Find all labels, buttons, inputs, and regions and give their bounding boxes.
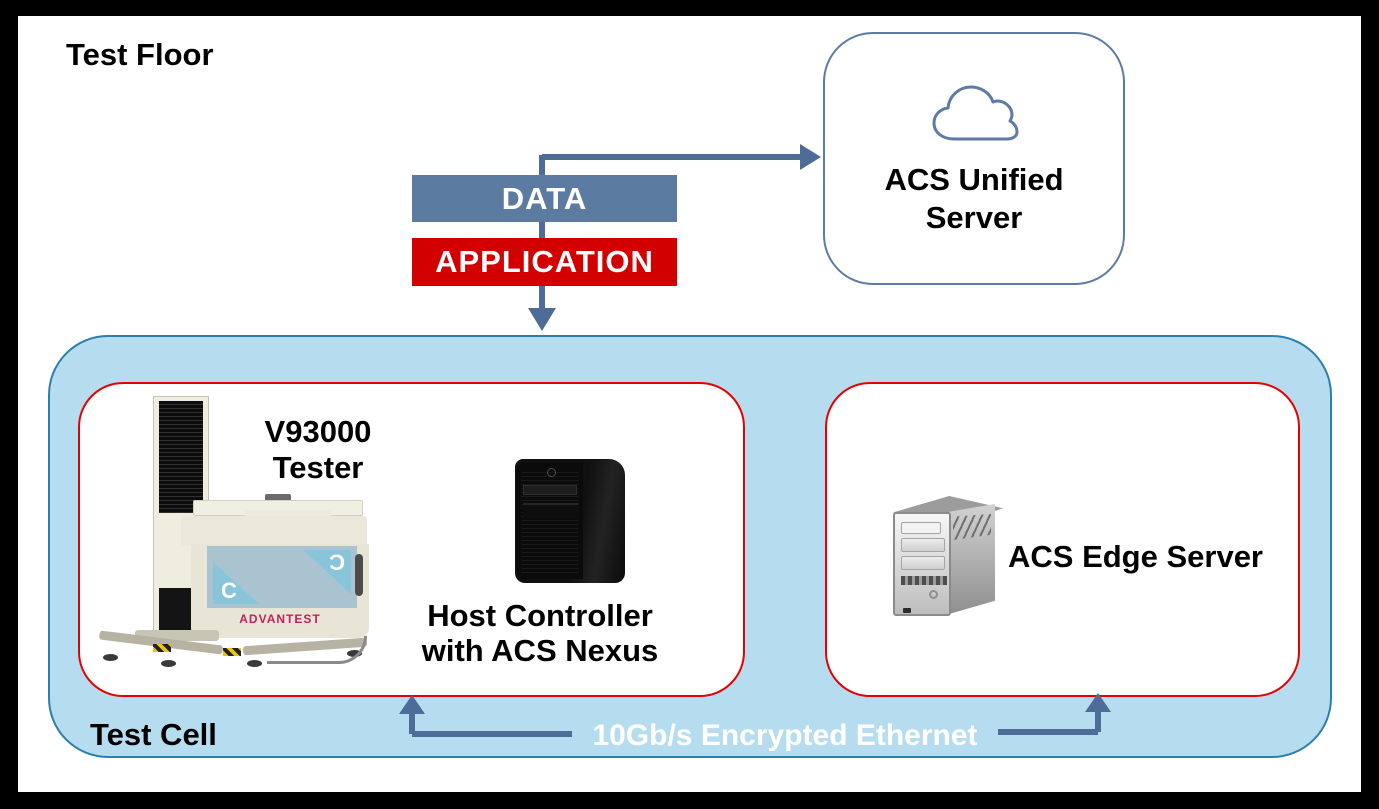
tester-logo-mark-right: Ɔ: [329, 550, 345, 575]
server-power-button: [929, 590, 938, 599]
data-flow-bar: DATA: [412, 175, 677, 222]
v93000-tester-label-line2: Tester: [272, 450, 364, 485]
arrow-to-unified-server-head: [800, 144, 821, 170]
server-front-face: [893, 512, 951, 616]
ethernet-arrow-left-head: [399, 695, 425, 714]
acs-edge-server-image: [891, 496, 1003, 622]
server-usb-port: [903, 608, 911, 613]
tester-caster: [161, 660, 176, 667]
ethernet-arrow-left-riser: [409, 712, 415, 734]
v93000-tester-label-line1: V93000: [264, 414, 372, 449]
tower-front-panel: [517, 463, 583, 579]
tester-base: [135, 630, 219, 641]
arrow-to-unified-server-shaft: [542, 154, 802, 160]
v93000-tester-image: C Ɔ ADVANTEST: [95, 392, 390, 670]
tester-body-upper: [181, 516, 367, 546]
server-drive-bay: [901, 538, 945, 552]
ethernet-arrow-right-riser: [1095, 710, 1101, 732]
tester-tray-knob: [265, 494, 291, 502]
ethernet-arrow-right-head: [1085, 693, 1111, 712]
acs-unified-server-label: ACS Unified Server: [884, 161, 1063, 237]
tester-cable: [267, 636, 367, 664]
test-cell-label: Test Cell: [90, 717, 217, 752]
test-floor-label: Test Floor: [66, 37, 214, 72]
ethernet-arrow-right-shaft: [998, 729, 1098, 735]
application-flow-bar: APPLICATION: [412, 238, 677, 286]
v93000-tester-label: V93000 Tester: [238, 414, 398, 486]
application-flow-label: APPLICATION: [435, 244, 654, 279]
ethernet-arrow-left-shaft: [412, 731, 572, 737]
acs-unified-server-box: ACS Unified Server: [823, 32, 1125, 285]
acs-unified-server-label-line1: ACS Unified: [884, 162, 1064, 197]
advantest-brand-label: ADVANTEST: [239, 612, 321, 626]
server-drive-bay: [901, 522, 941, 534]
tester-caster: [103, 654, 118, 661]
tester-logo-triangle-right: Ɔ: [303, 550, 351, 594]
host-controller-image: [515, 459, 625, 583]
tester-caster: [247, 660, 262, 667]
tower-drive-bay: [523, 503, 579, 519]
acs-edge-server-label: ACS Edge Server: [1008, 539, 1263, 574]
acs-unified-server-label-line2: Server: [925, 200, 1023, 235]
arrow-down-to-test-cell-shaft: [539, 155, 545, 309]
data-flow-label: DATA: [501, 180, 588, 216]
server-drive-bay: [901, 556, 945, 570]
host-controller-label-line2: with ACS Nexus: [421, 633, 659, 668]
tester-handle: [355, 554, 363, 596]
host-controller-label: Host Controller with ACS Nexus: [390, 598, 690, 668]
tester-hazard-stripe: [153, 644, 171, 652]
tester-logo-triangle-left: C: [213, 562, 259, 604]
tester-blue-panel: C Ɔ: [207, 546, 357, 608]
tower-logo: [547, 468, 556, 477]
tester-logo-mark-left: C: [221, 578, 237, 603]
tester-column-panel: [159, 401, 203, 513]
host-controller-label-line1: Host Controller: [427, 598, 653, 633]
ethernet-label: 10Gb/s Encrypted Ethernet: [592, 719, 978, 752]
cloud-icon: [928, 82, 1020, 149]
arrow-down-to-test-cell-head: [528, 308, 556, 331]
tower-io-strip: [523, 485, 577, 495]
server-badge-strip: [901, 576, 947, 585]
tester-hazard-stripe: [223, 648, 241, 656]
